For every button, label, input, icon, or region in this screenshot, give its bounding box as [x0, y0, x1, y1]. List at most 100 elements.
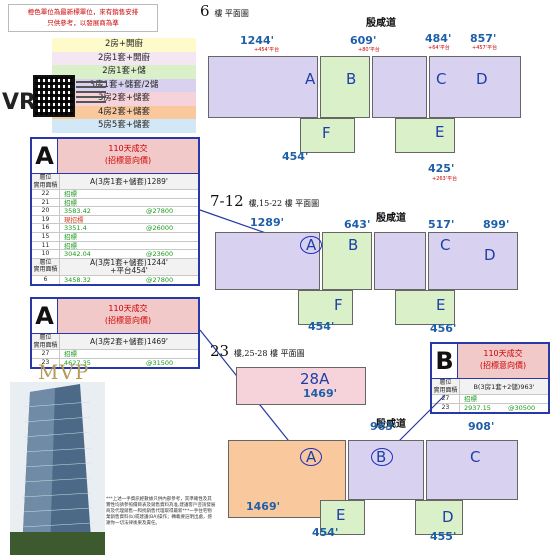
unit-c-label: C [436, 70, 447, 88]
qr-caption [76, 78, 106, 114]
unit-d-block [415, 500, 463, 535]
area-c: 517' [428, 218, 455, 231]
floor: 19 [32, 215, 60, 224]
unit-header: A(3房2套+儲套)1469' [90, 337, 168, 346]
area-a: 1469' [246, 500, 280, 513]
unit-price: @26000 [146, 224, 174, 233]
price: 4627.35 [64, 358, 91, 367]
area-e: 425' [428, 162, 455, 175]
area-d: 455' [430, 530, 457, 543]
price: 招標 [464, 395, 477, 403]
unit-d-label: D [484, 246, 496, 264]
unit-c-block [374, 232, 426, 290]
unit-e-block [395, 118, 455, 153]
floor-plan-23: 963' 908' A B C D E 1469' 454' 455' [200, 420, 535, 555]
unit-28a-label: 28A [300, 370, 330, 388]
unit-header: A(3房1套+儲套)1289' [90, 177, 168, 186]
unit-d-label: D [442, 508, 454, 526]
unit-e-label: E [336, 506, 346, 524]
notice-box: 橙色單位為最新標單位，來有銷售安排 只供參考，以發展商為準 [8, 4, 158, 32]
unit-type-legend: 2房+開廚 2房1套+開廚 2房1套+儲 3房1套+儲套/2儲 3房2套+儲套 … [52, 38, 196, 133]
area-a: 1289' [250, 216, 284, 229]
area-f: 454' [308, 320, 335, 333]
unit-a-label: A [306, 236, 317, 254]
price: 3458.32 [64, 275, 91, 284]
col-price: 實用面積 [33, 341, 58, 349]
table-tag: 110天成交 [108, 304, 148, 313]
disclaimer-footnote: ***上述一手資訊經數據只供內部參考，其準確性及其實性均請參照價目表及銷售資料為… [106, 497, 216, 526]
col-floor: 層位 [439, 379, 452, 386]
table-tag-sub: (招標意向價) [104, 156, 152, 165]
area-b: 643' [344, 218, 371, 231]
vr-label: VR [2, 90, 36, 115]
area-f: 454' [282, 150, 309, 163]
notice-line-2: 只供參考，以發展商為準 [47, 19, 119, 27]
unit-price: @27800 [146, 275, 174, 284]
sub-e: +263'平台 [432, 176, 458, 182]
unit-e-block [395, 290, 455, 325]
unit-a-label: A [306, 448, 317, 466]
table-tag: 110天成交 [108, 144, 148, 153]
price-table-b: B 110天成交(招標意向價) 層位實用面積 B(3房1套+2儲)963' 27… [430, 342, 550, 415]
unit-e-label: E [435, 123, 445, 141]
floor: 23 [432, 403, 460, 413]
tower-illustration [10, 382, 105, 555]
floor: 10 [32, 250, 60, 258]
price: 招標 [64, 190, 77, 198]
legend-item: 2房1套+儲 [52, 65, 196, 79]
sub-b: +80'平台 [358, 47, 380, 53]
unit-a-label: A [305, 70, 316, 88]
unit-price: @30500 [508, 403, 536, 412]
col-price: 實用面積 [33, 266, 58, 274]
col-price: 實用面積 [433, 386, 458, 394]
legend-item: 2房1套+開廚 [52, 51, 196, 65]
sub-c: +64'平台 [428, 45, 450, 51]
unit-b-label: B [348, 236, 359, 254]
floor-plan-6: 1244' +454'平台 609' +80'平台 484' +64'平台 85… [200, 26, 535, 182]
legend-item: 5房5套+儲套 [52, 119, 196, 133]
unit-price: @31500 [146, 358, 174, 367]
sub-d: +457'平台 [472, 45, 498, 51]
area-c: 484' [425, 32, 452, 45]
area-28a: 1469' [303, 387, 337, 400]
unit-f-block [298, 290, 353, 325]
unit-header-sub: +平台454' [110, 265, 148, 275]
floor: 23 [32, 358, 60, 368]
sub-a: +454'平台 [254, 47, 280, 53]
floor: 15 [32, 232, 60, 241]
price-table-a: A 110天成交(招標意向價) 層位實用面積 A(3房1套+儲套)1289' 2… [30, 137, 200, 287]
price-table-a-high: A 110天成交(招標意向價) 層位實用面積 A(3房2套+儲套)1469' 2… [30, 297, 200, 370]
price: 招標 [64, 232, 77, 241]
price: 3042.04 [64, 250, 91, 259]
unit-e-label: E [436, 296, 446, 314]
table-letter: B [432, 344, 458, 378]
price: 現招標 [64, 215, 84, 224]
road-label: 殷咸道 [366, 18, 396, 29]
col-price: 實用面積 [33, 181, 58, 189]
unit-price: @27800 [146, 207, 174, 216]
unit-b-block [320, 56, 370, 118]
price: 2937.15 [464, 403, 491, 412]
unit-d-block [429, 56, 521, 118]
unit-d-label: D [476, 70, 488, 88]
plan-23-title: 23 樓,25-28 樓 平面圖 [210, 342, 305, 360]
area-d: 899' [483, 218, 510, 231]
area-e: 456' [430, 322, 457, 335]
floor: 11 [32, 241, 60, 250]
floor: 20 [32, 207, 60, 215]
unit-c-block [426, 440, 518, 500]
qr-code-icon[interactable] [33, 75, 75, 117]
unit-f-block [300, 118, 355, 153]
table-tag-sub: (招標意向價) [479, 361, 527, 370]
table-tag-sub: (招標意向價) [104, 316, 152, 325]
road-label: 殷咸道 [376, 213, 406, 224]
unit-d-block [428, 232, 518, 290]
col-floor: 層位 [39, 334, 52, 341]
price: 招標 [64, 350, 77, 358]
unit-e-block [320, 500, 365, 535]
table-tag: 110天成交 [483, 349, 523, 358]
area-b: 963' [370, 420, 397, 433]
plan-7-title: 7-12 樓,15-22 樓 平面圖 [210, 192, 320, 210]
legend-item: 2房+開廚 [52, 38, 196, 52]
floor: 22 [32, 190, 60, 198]
